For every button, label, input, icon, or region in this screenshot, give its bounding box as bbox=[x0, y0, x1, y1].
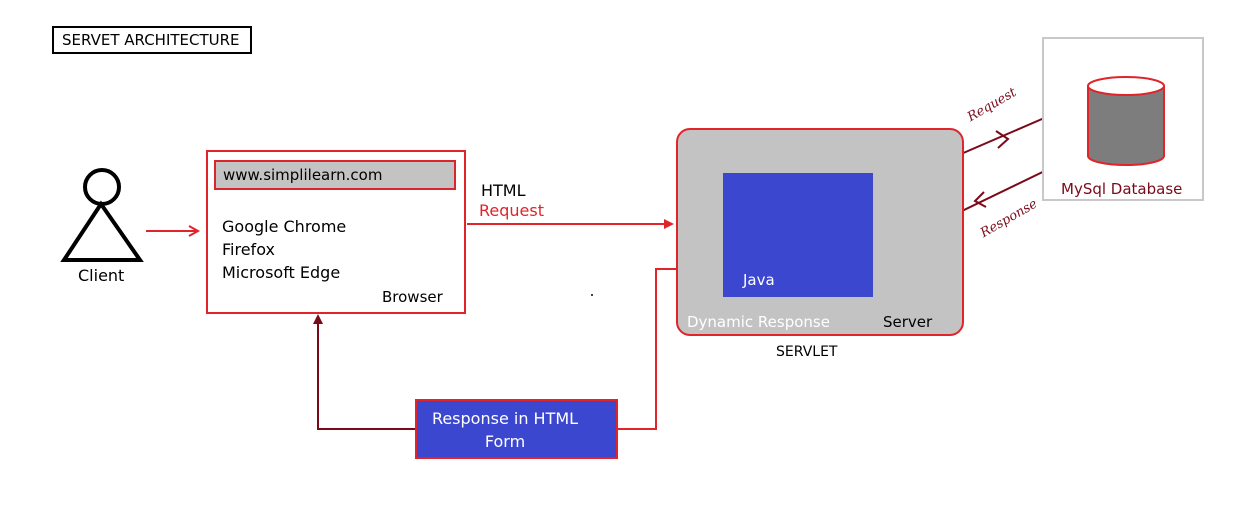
client-icon bbox=[60, 168, 144, 262]
client-to-browser-arrow bbox=[146, 225, 201, 237]
response-box bbox=[415, 399, 618, 459]
java-box bbox=[723, 173, 873, 297]
request-label: Request bbox=[479, 201, 544, 220]
response-to-browser-arrow bbox=[313, 314, 416, 430]
browser-item-chrome: Google Chrome bbox=[222, 217, 347, 236]
server-label: Server bbox=[883, 313, 933, 331]
page-title: SERVET ARCHITECTURE bbox=[52, 26, 252, 54]
browser-item-edge: Microsoft Edge bbox=[222, 263, 341, 282]
browser-item-firefox: Firefox bbox=[222, 240, 275, 259]
java-label: Java bbox=[743, 271, 775, 289]
dynamic-response-label: Dynamic Response bbox=[687, 313, 830, 331]
database-label: MySql Database bbox=[1061, 180, 1183, 198]
database-icon bbox=[1087, 76, 1165, 166]
html-label: HTML bbox=[481, 181, 526, 200]
browser-label: Browser bbox=[382, 288, 443, 306]
url-bar: www.simplilearn.com bbox=[214, 160, 456, 190]
servlet-caption: SERVLET bbox=[776, 344, 838, 360]
response-box-label: Response in HTML Form bbox=[431, 409, 579, 451]
browser-to-server-arrow bbox=[467, 219, 674, 229]
client-label: Client bbox=[78, 266, 125, 285]
